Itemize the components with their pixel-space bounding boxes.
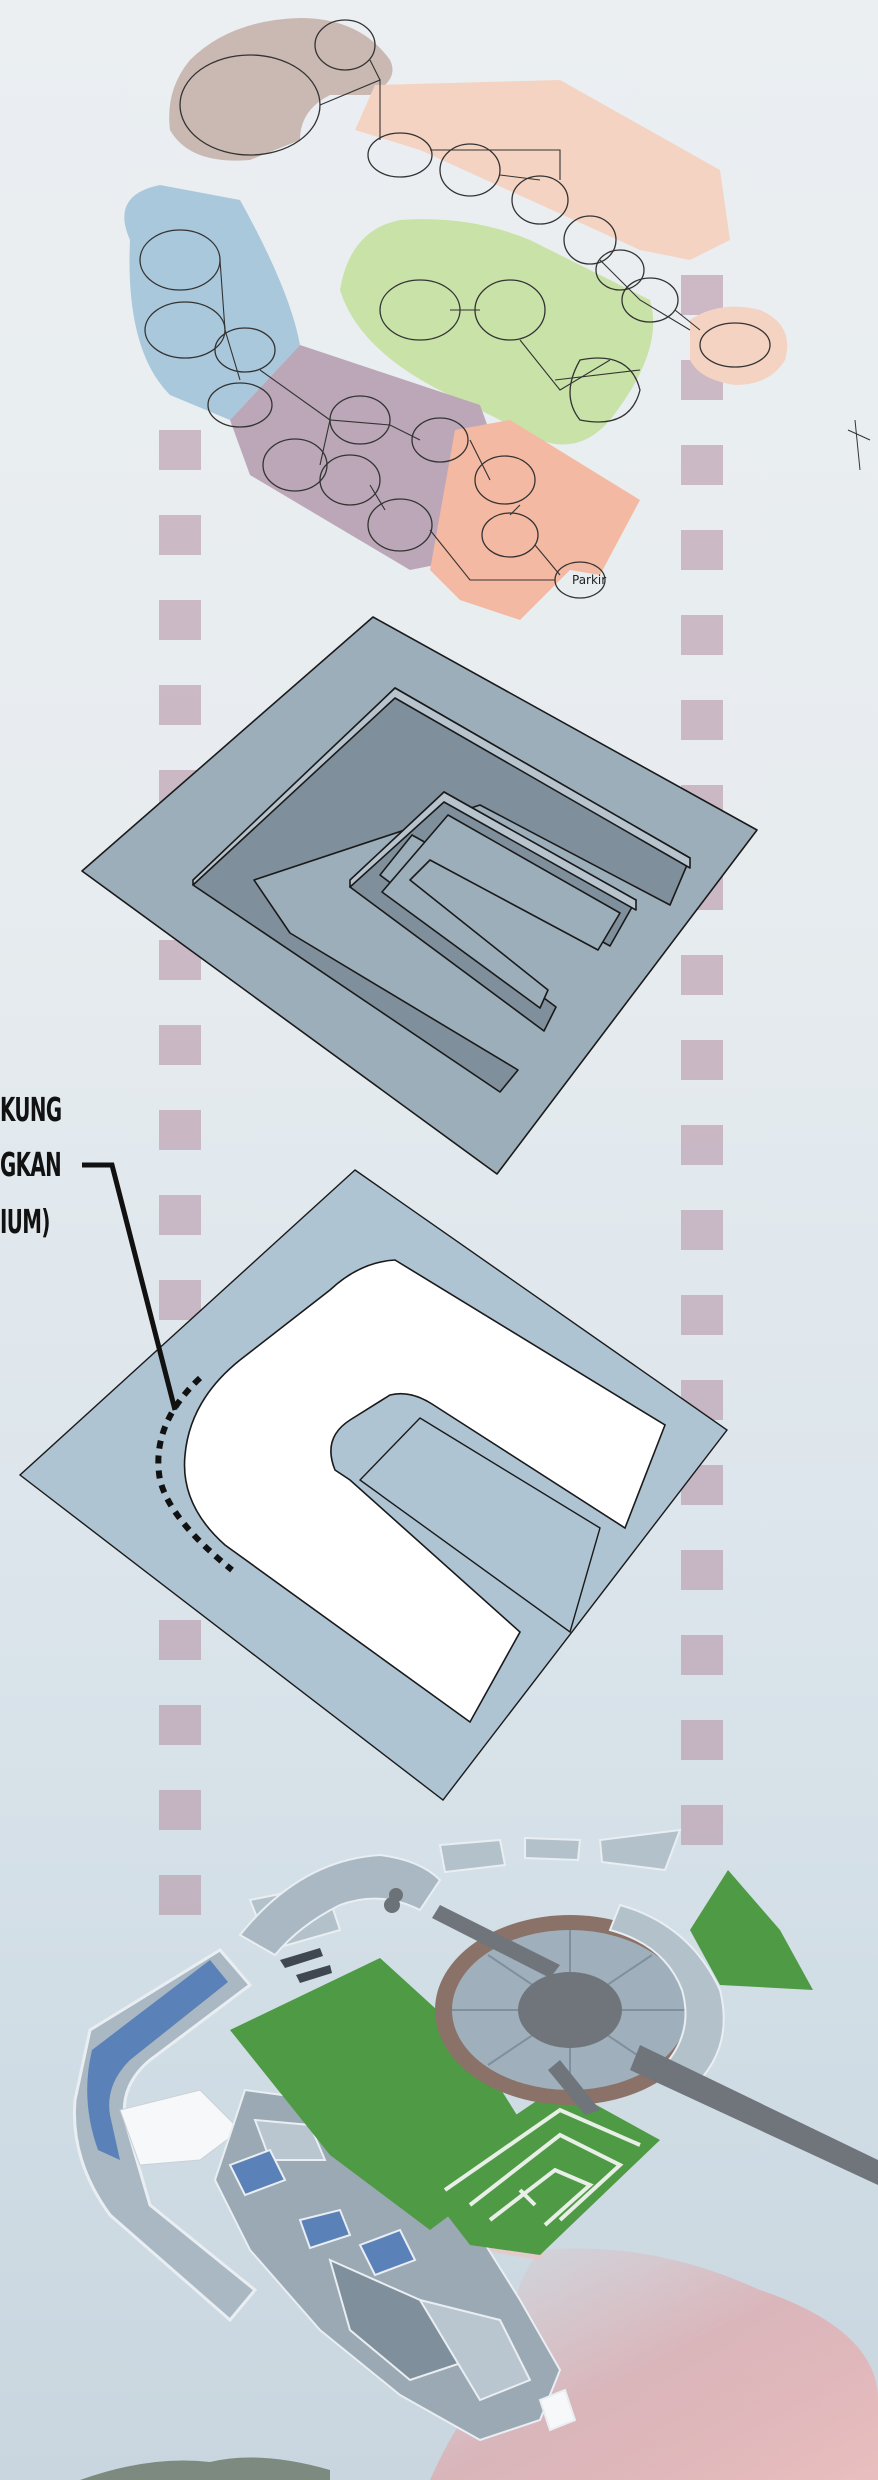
zone-garden xyxy=(340,219,654,445)
annotation-line-3: IUM) xyxy=(0,1202,50,1241)
zone-service xyxy=(230,345,500,570)
connectors xyxy=(219,59,701,581)
planetarium-dome xyxy=(435,1915,705,2105)
zone-exhibition xyxy=(355,80,730,260)
site-plan-layer xyxy=(18,1162,729,1801)
approach-road xyxy=(630,2045,878,2185)
zone-children xyxy=(124,185,301,420)
park-northeast xyxy=(690,1870,813,1990)
south-road xyxy=(548,2060,600,2115)
north-road xyxy=(432,1905,560,1978)
blue-roof xyxy=(87,1960,228,2160)
bubble-office xyxy=(699,322,771,368)
roof-details xyxy=(228,2118,577,2432)
sunset-cloud xyxy=(430,2248,878,2480)
zone-staff xyxy=(430,420,640,620)
zone-blocks xyxy=(124,18,788,620)
annotation-line-2: GKAN xyxy=(0,1145,62,1184)
inner-courtyard xyxy=(358,1417,601,1634)
north-arc-building xyxy=(238,1853,442,1957)
massing-inner-block xyxy=(381,814,621,1009)
maze-garden xyxy=(420,2085,660,2255)
parking-label: Parkir xyxy=(572,573,606,587)
annotation-line-1: KUNG xyxy=(0,1090,62,1129)
dark-strip xyxy=(280,1948,323,1968)
curved-edge-marker xyxy=(155,1375,234,1573)
hill-silhouette xyxy=(80,2457,330,2480)
corner-marks xyxy=(847,419,871,471)
zone-office xyxy=(690,306,788,385)
clover-ornament xyxy=(384,1888,403,1913)
u-form-white xyxy=(183,1259,666,1724)
massing-model xyxy=(81,616,758,1175)
zone-planetarium xyxy=(169,18,393,161)
white-canopy xyxy=(119,2089,241,2166)
sketch-texts: Parkir xyxy=(572,573,606,587)
annotation-leader xyxy=(82,1162,178,1411)
zoning-bubble-diagram: Parkir xyxy=(124,18,871,620)
